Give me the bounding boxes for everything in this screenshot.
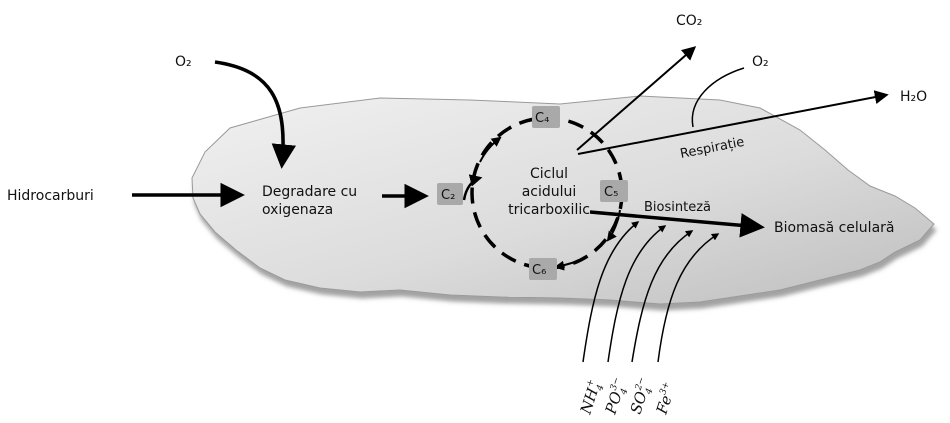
biomass-label: Biomasă celulară	[774, 220, 894, 236]
biosynthesis-label: Biosinteză	[644, 200, 711, 215]
c5-label: C₅	[604, 185, 618, 200]
co2-label: CO₂	[676, 13, 702, 29]
degradation-label-line2: oxigenaza	[262, 202, 333, 218]
c4-label: C₄	[535, 111, 549, 126]
ion-nh4: NH4+	[576, 378, 607, 418]
hydrocarbons-label: Hidrocarburi	[7, 188, 94, 204]
cycle-label-line3: tricarboxilic	[508, 202, 590, 218]
o2-right-label: O₂	[752, 54, 769, 70]
cell-shape	[192, 96, 934, 304]
cycle-label-line2: acidului	[522, 184, 577, 200]
o2-left-label: O₂	[175, 54, 192, 70]
ion-fe: Fe3+	[652, 380, 679, 417]
c6-label: C₆	[532, 263, 546, 278]
cycle-label-line1: Ciclul	[530, 166, 568, 182]
h2o-label: H₂O	[900, 89, 927, 105]
c2-label: C₂	[441, 188, 455, 203]
degradation-label-line1: Degradare cu	[262, 184, 357, 200]
